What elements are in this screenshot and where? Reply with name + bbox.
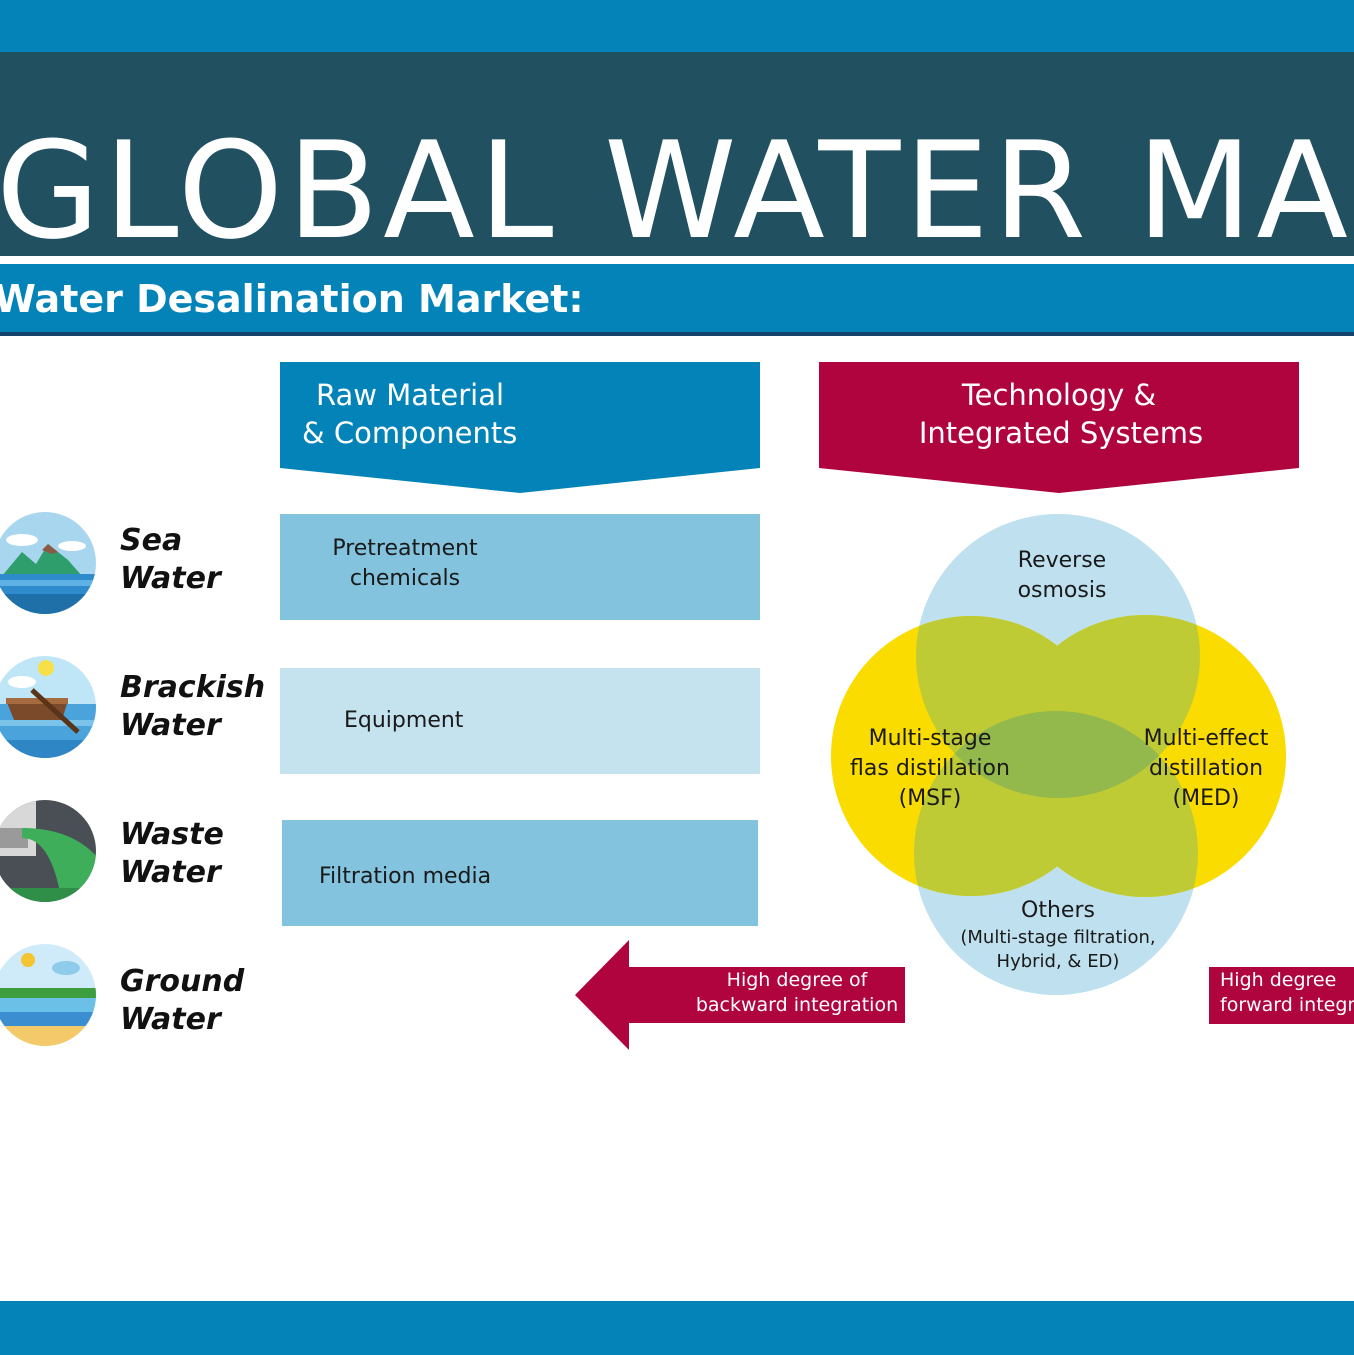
material-equipment: Equipment bbox=[344, 708, 464, 733]
venn-med-line3: (MED) bbox=[1173, 786, 1240, 811]
venn-med-line1: Multi-effect bbox=[1144, 726, 1269, 751]
top-band bbox=[0, 0, 1354, 52]
source-waste-line2: Water bbox=[120, 855, 221, 890]
waste-water-icon bbox=[0, 800, 96, 902]
venn-others-line1: Others bbox=[1021, 898, 1095, 923]
material-pretreatment-text: Pretreatment chemicals bbox=[280, 534, 530, 594]
source-sea-line2: Water bbox=[120, 561, 221, 596]
material-pretreatment-line1: Pretreatment bbox=[332, 536, 478, 561]
source-ground-line1: Ground bbox=[120, 964, 245, 999]
venn-msf-line2: flas distillation bbox=[850, 756, 1010, 781]
raw-material-header-line1: Raw Material bbox=[316, 378, 505, 412]
venn-others-line3: Hybrid, & ED) bbox=[997, 951, 1120, 972]
backward-integration-line2: backward integration bbox=[695, 994, 899, 1016]
backward-integration-arrow bbox=[575, 940, 905, 1050]
venn-ro-line2: osmosis bbox=[1018, 578, 1107, 603]
title-band: GLOBAL WATER MA bbox=[0, 52, 1354, 256]
forward-integration-line2: forward integra bbox=[1220, 994, 1354, 1016]
ground-water-icon bbox=[0, 944, 96, 1046]
brackish-water-icon bbox=[0, 656, 96, 758]
page-subtitle: Water Desalination Market: bbox=[0, 277, 584, 321]
backward-integration-text: High degree of backward integration bbox=[690, 968, 904, 1018]
material-filtration: Filtration media bbox=[319, 864, 492, 889]
source-ground-line2: Water bbox=[120, 1002, 221, 1037]
material-pretreatment-line2: chemicals bbox=[349, 566, 461, 591]
venn-msf-line3: (MSF) bbox=[899, 786, 962, 811]
technology-header bbox=[819, 362, 1299, 493]
source-brackish-line1: Brackish bbox=[120, 670, 266, 705]
divider bbox=[0, 256, 1354, 264]
page-title: GLOBAL WATER MA bbox=[0, 113, 1352, 256]
material-box-pretreatment: Pretreatment chemicals bbox=[280, 514, 760, 620]
bottom-band bbox=[0, 1301, 1354, 1355]
technology-header-line2: Integrated Systems bbox=[918, 416, 1204, 450]
backward-integration-line1: High degree of bbox=[726, 969, 868, 991]
forward-integration-arrow: High degree forward integra bbox=[1209, 967, 1354, 1024]
technology-header-line1: Technology & bbox=[961, 378, 1157, 412]
raw-material-header-line2: & Components bbox=[302, 416, 518, 450]
sea-water-icon bbox=[0, 512, 96, 614]
source-brackish-line2: Water bbox=[120, 708, 221, 743]
source-waste-line1: Waste bbox=[120, 817, 224, 852]
technology-venn: Reverse osmosis Multi-stage flas distill… bbox=[831, 514, 1286, 995]
material-box-filtration: Filtration media bbox=[282, 820, 758, 926]
source-sea-line1: Sea bbox=[120, 523, 183, 558]
venn-med-line2: distillation bbox=[1149, 756, 1263, 781]
material-box-equipment: Equipment bbox=[280, 668, 760, 774]
venn-ro-line1: Reverse bbox=[1018, 548, 1106, 573]
venn-msf-line1: Multi-stage bbox=[869, 726, 992, 751]
venn-others-line2: (Multi-stage filtration, bbox=[960, 927, 1155, 948]
subtitle-band: Water Desalination Market: bbox=[0, 264, 1354, 336]
raw-material-header bbox=[280, 362, 760, 493]
forward-integration-line1: High degree bbox=[1220, 969, 1337, 991]
